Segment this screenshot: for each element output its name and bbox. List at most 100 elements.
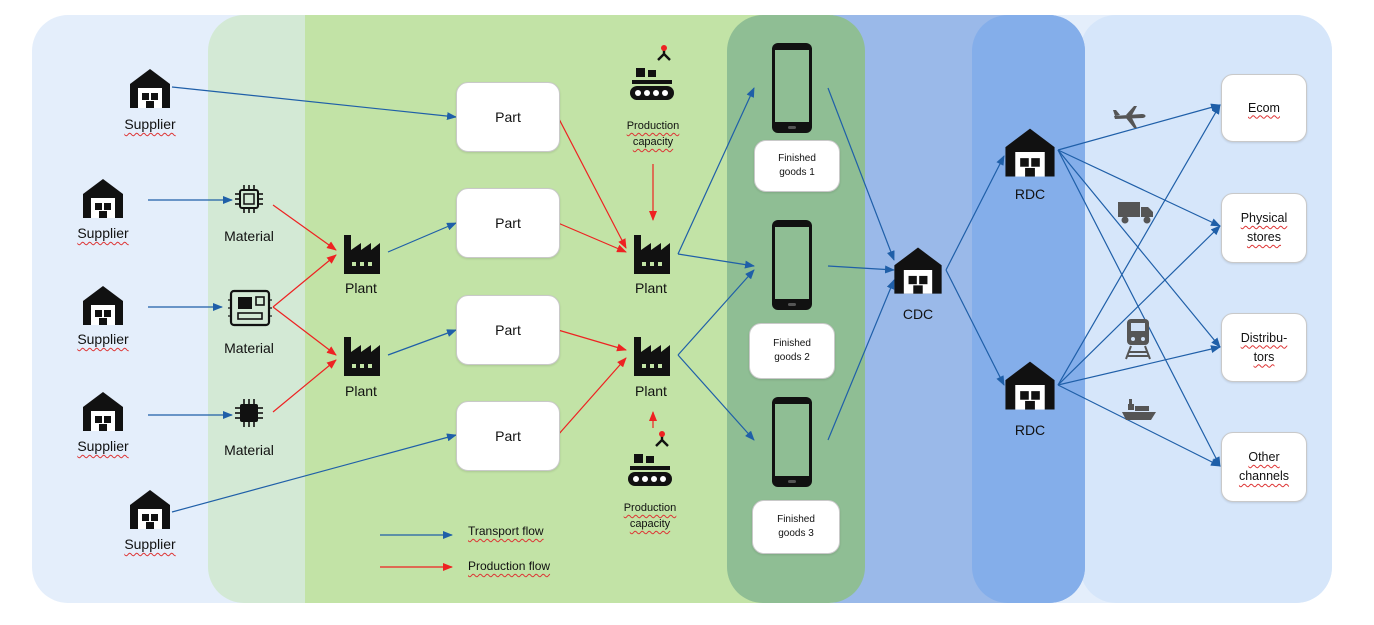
finished-goods-line1: Finished [777, 514, 815, 525]
transport-flow [171, 433, 457, 513]
chip-icon [234, 398, 264, 428]
zone-rdc [972, 15, 1085, 603]
channel-line1: Other [1248, 450, 1280, 464]
material-label: Material [224, 228, 274, 244]
production-capacity-label: Production capacity [603, 118, 703, 150]
channel-line2: channels [1238, 469, 1290, 483]
production-flow [272, 306, 337, 356]
supplier-label: Supplier [77, 225, 129, 241]
warehouse-icon [81, 176, 125, 220]
production-flow [272, 204, 337, 251]
transport-flow [827, 279, 895, 441]
finished-goods-line1: Finished [773, 338, 811, 349]
production-flow [557, 222, 627, 253]
production-capacity-line2: capacity [629, 518, 671, 530]
transport-flow [1057, 149, 1221, 227]
channel-line1: Ecom [1248, 100, 1280, 115]
supplier-label: Supplier [77, 331, 129, 347]
finished-goods-line2: goods 1 [779, 167, 815, 178]
legend-transport-label: Transport flow [468, 524, 544, 538]
airplane-icon [1112, 104, 1148, 130]
warehouse-icon [128, 66, 172, 110]
factory-icon [342, 334, 382, 376]
smartphone-icon [771, 42, 813, 134]
transport-flow [171, 86, 457, 121]
cdc-label: CDC [902, 306, 934, 322]
warehouse-icon [892, 244, 944, 296]
transport-flow [945, 155, 1005, 271]
warehouse-icon [128, 487, 172, 531]
channel-line1: Physical [1240, 211, 1288, 225]
channel-physical-stores: Physical stores [1221, 193, 1307, 263]
transport-flow [945, 269, 1005, 386]
part-box: Part [456, 295, 560, 365]
finished-goods-box: Finished goods 3 [752, 500, 840, 554]
production-capacity-line1: Production [626, 120, 680, 132]
chip-icon [234, 184, 264, 214]
rdc-label: RDC [1014, 422, 1046, 438]
channel-distributors: Distribu-tors [1221, 313, 1307, 382]
plant-label: Plant [635, 383, 667, 399]
transport-flow [1057, 149, 1221, 467]
rdc-label: RDC [1014, 186, 1046, 202]
transport-flow [1057, 384, 1221, 467]
finished-goods-line2: goods 3 [778, 528, 814, 539]
factory-icon [632, 334, 672, 376]
supplier-label: Supplier [77, 438, 129, 454]
transport-flow [1057, 104, 1221, 386]
smartphone-icon [771, 396, 813, 488]
transport-flow [1057, 149, 1221, 348]
train-icon [1123, 318, 1153, 360]
channel-other: Other channels [1221, 432, 1307, 502]
transport-flow [1057, 345, 1221, 386]
warehouse-icon [1003, 125, 1057, 179]
smartphone-icon [771, 219, 813, 311]
production-flow [557, 116, 627, 249]
transport-flow [677, 87, 755, 255]
part-box: Part [456, 401, 560, 471]
plant-label: Plant [635, 280, 667, 296]
plant-label: Plant [345, 280, 377, 296]
production-flow [557, 357, 627, 436]
channel-line2: stores [1246, 230, 1282, 244]
production-flow [272, 359, 337, 413]
transport-flow [677, 269, 755, 356]
plant-label: Plant [345, 383, 377, 399]
supplier-label: Supplier [124, 536, 176, 552]
material-label: Material [224, 340, 274, 356]
supplier-label: Supplier [124, 116, 176, 132]
channel-line2: tors [1253, 349, 1275, 364]
production-flow [557, 329, 627, 352]
channel-ecom: Ecom [1221, 74, 1307, 142]
ship-icon [1120, 398, 1158, 424]
channel-line1: Distribu- [1240, 330, 1288, 345]
transport-flow [387, 222, 457, 253]
transport-flow [677, 253, 755, 269]
factory-icon [342, 232, 382, 274]
finished-goods-line1: Finished [778, 153, 816, 164]
circuit-board-icon [228, 288, 272, 328]
robot-conveyor-icon [626, 430, 674, 494]
transport-flow [387, 329, 457, 356]
production-flow [272, 254, 337, 308]
finished-goods-line2: goods 2 [774, 352, 810, 363]
transport-flow [1057, 103, 1221, 151]
warehouse-icon [81, 283, 125, 327]
production-capacity-line1: Production [623, 502, 677, 514]
transport-flow [1057, 225, 1221, 386]
part-box: Part [456, 188, 560, 258]
legend-production-label: Production flow [468, 559, 551, 573]
part-box: Part [456, 82, 560, 152]
production-capacity-line2: capacity [632, 136, 674, 148]
transport-flow [677, 354, 755, 441]
warehouse-icon [81, 389, 125, 433]
truck-icon [1117, 199, 1155, 225]
finished-goods-box: Finished goods 2 [749, 323, 835, 379]
production-capacity-label: Production capacity [600, 500, 700, 532]
warehouse-icon [1003, 358, 1057, 412]
transport-flow [827, 87, 895, 261]
transport-flow [827, 265, 895, 274]
material-label: Material [224, 442, 274, 458]
factory-icon [632, 232, 672, 274]
